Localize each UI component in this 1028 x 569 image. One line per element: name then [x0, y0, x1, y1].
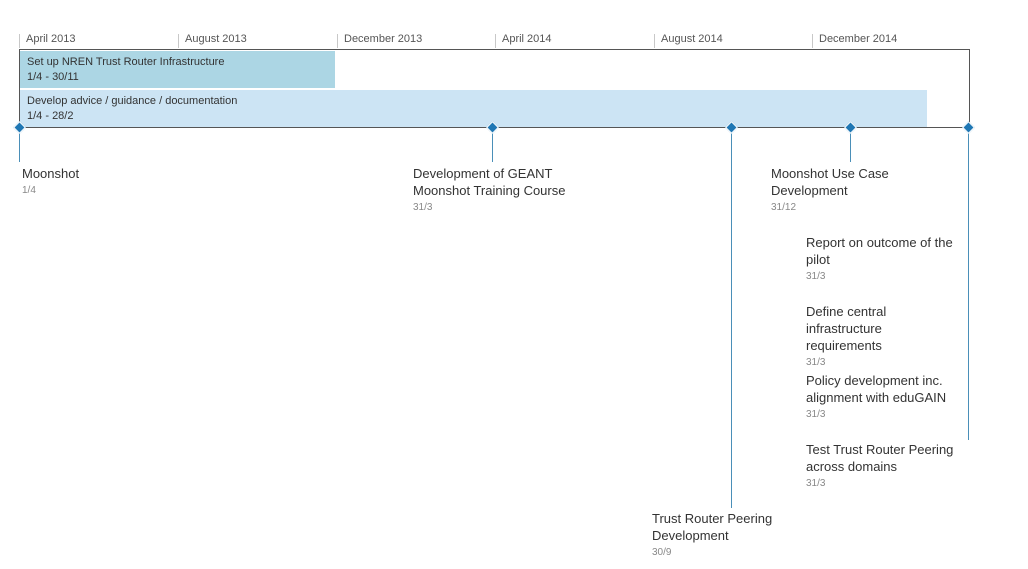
milestone-title: Moonshot	[22, 166, 80, 181]
task-title: Set up NREN Trust Router Infrastructure	[27, 56, 225, 68]
month-label: August 2013	[185, 33, 247, 45]
milestone-connector	[850, 128, 851, 162]
month-label: December 2013	[344, 33, 423, 45]
milestone-connector	[968, 128, 969, 440]
milestone-date: 30/9	[652, 547, 672, 558]
month-label: December 2014	[819, 33, 898, 45]
milestone[interactable]: Development of GEANT Moonshot Training C…	[413, 165, 593, 214]
task-dates: 1/4 - 30/11	[27, 71, 79, 83]
month-label: April 2013	[26, 33, 76, 45]
task-bar[interactable]: Develop advice / guidance / documentatio…	[20, 90, 927, 127]
milestone-date: 31/3	[806, 409, 826, 420]
month-tick	[812, 34, 813, 48]
milestone-title: Trust Router Peering Development	[652, 511, 773, 543]
month-tick	[337, 34, 338, 48]
month-tick	[654, 34, 655, 48]
milestone-date: 31/3	[806, 478, 826, 489]
month-tick	[19, 34, 20, 48]
milestone-title: Define central infrastructure requiremen…	[806, 304, 887, 353]
task-title: Develop advice / guidance / documentatio…	[27, 95, 238, 107]
milestone[interactable]: Report on outcome of the pilot 31/3	[806, 234, 966, 283]
milestone[interactable]: Trust Router Peering Development 30/9	[652, 510, 792, 559]
milestone-title: Moonshot Use Case Development	[771, 166, 889, 198]
milestone[interactable]: Test Trust Router Peering across domains…	[806, 441, 966, 490]
milestone-diamond-icon[interactable]	[962, 121, 975, 134]
milestone-connector	[731, 128, 732, 508]
milestone-date: 31/12	[771, 202, 797, 213]
timescale-top-border	[19, 49, 969, 50]
milestone-connector	[492, 128, 493, 162]
timescale-right-border	[969, 49, 970, 128]
milestone-title: Policy development inc. alignment with e…	[806, 373, 947, 405]
milestone-title: Report on outcome of the pilot	[806, 235, 953, 267]
timescale-left-border	[19, 49, 20, 128]
milestone-connector	[19, 128, 20, 162]
month-label: April 2014	[502, 33, 552, 45]
milestone[interactable]: Moonshot Use Case Development 31/12	[771, 165, 911, 214]
milestone-date: 31/3	[806, 271, 826, 282]
milestone-title: Test Trust Router Peering across domains	[806, 442, 954, 474]
milestone[interactable]: Policy development inc. alignment with e…	[806, 372, 966, 421]
task-bar[interactable]: Set up NREN Trust Router Infrastructure …	[20, 51, 335, 88]
month-label: August 2014	[661, 33, 723, 45]
milestone-date: 31/3	[413, 202, 433, 213]
milestone[interactable]: Moonshot 1/4	[22, 165, 222, 197]
milestone-date: 1/4	[22, 185, 36, 196]
milestone-title: Development of GEANT Moonshot Training C…	[413, 166, 566, 198]
milestone[interactable]: Define central infrastructure requiremen…	[806, 303, 918, 369]
month-tick	[178, 34, 179, 48]
month-tick	[495, 34, 496, 48]
milestone-date: 31/3	[806, 357, 826, 368]
task-dates: 1/4 - 28/2	[27, 110, 74, 122]
